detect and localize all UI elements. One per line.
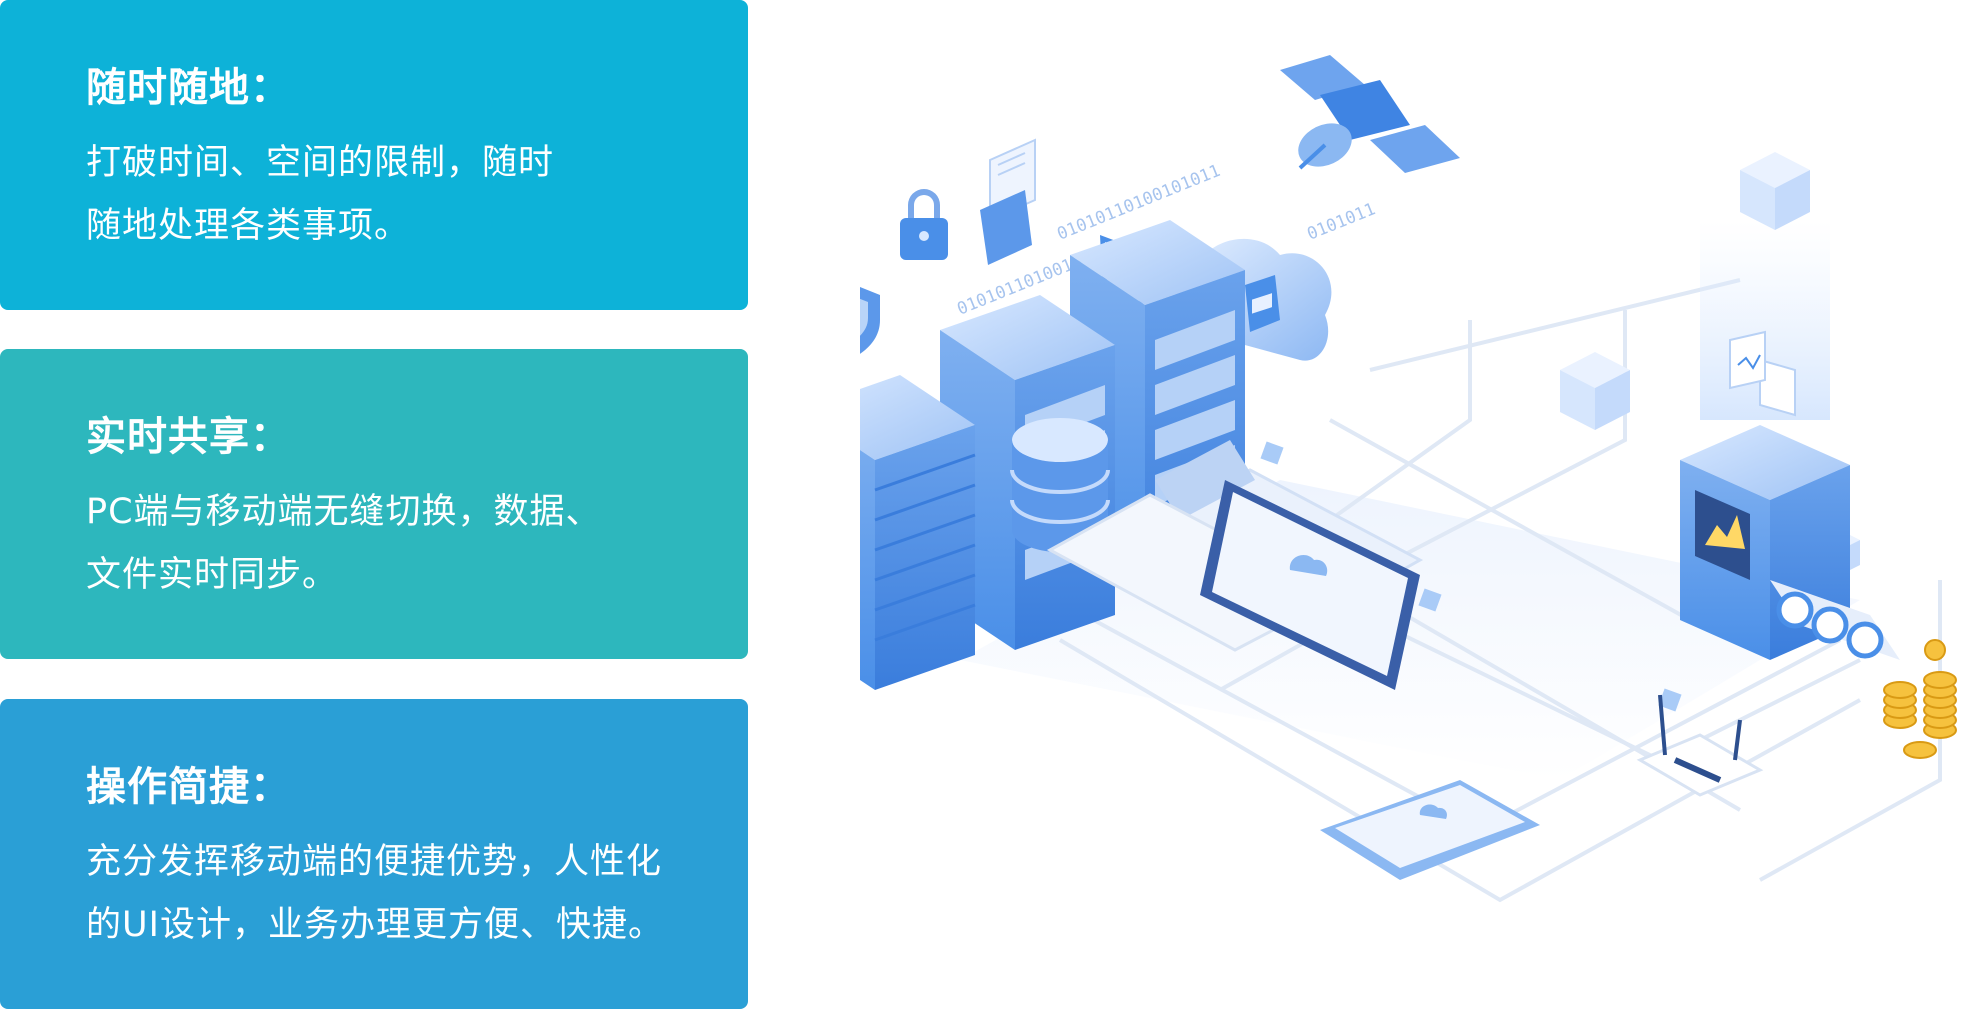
card-description-line: 文件实时同步。	[86, 555, 339, 595]
card-description-line: 的UI设计，业务办理更方便、快捷。	[86, 905, 664, 945]
card-title: 操作简捷：	[86, 764, 291, 810]
card-description-line: 打破时间、空间的限制，随时	[86, 143, 555, 183]
coin-stack-icon	[1883, 639, 1957, 759]
feature-card-realtime-sharing: 实时共享： PC端与移动端无缝切换，数据、 文件实时同步。	[0, 349, 748, 659]
isometric-network-illustration: 010101101001011 01010110100101011 010101…	[860, 55, 1957, 903]
conveyor-belt	[1770, 580, 1900, 660]
binary-string: 0101011	[1304, 199, 1378, 244]
satellite-icon	[1280, 55, 1460, 173]
feature-card-anytime: 随时随地： 打破时间、空间的限制，随时 随地处理各类事项。	[0, 0, 748, 310]
database-icon	[1010, 418, 1110, 552]
shield-icon	[860, 287, 880, 354]
card-description-line: PC端与移动端无缝切换，数据、	[86, 492, 602, 532]
feature-card-easy-operation: 操作简捷： 充分发挥移动端的便捷优势，人性化 的UI设计，业务办理更方便、快捷。	[0, 699, 748, 1009]
tablet-icon	[1320, 780, 1540, 880]
card-title: 实时共享：	[86, 414, 291, 460]
card-description-line: 充分发挥移动端的便捷优势，人性化	[86, 842, 663, 882]
laptop-icon	[1046, 440, 1424, 690]
cube-icon	[1740, 152, 1810, 230]
padlock-icon	[900, 189, 948, 260]
server-rack-icon	[860, 220, 1245, 690]
card-title: 随时随地：	[86, 65, 291, 111]
router-icon	[1636, 694, 1764, 797]
document-folder-icon	[980, 138, 1036, 265]
card-description-line: 随地处理各类事项。	[86, 206, 411, 246]
cube-icon	[1560, 352, 1630, 430]
